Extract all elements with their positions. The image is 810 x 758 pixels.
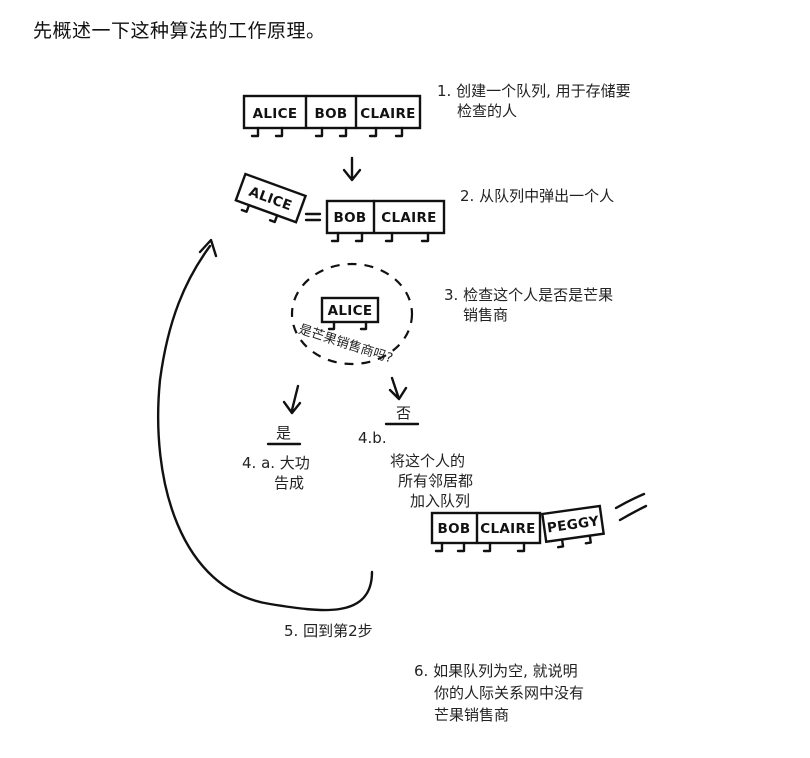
step-4b-number: 4.b. bbox=[358, 429, 387, 447]
step-3-label: 3. 检查这个人是否是芒果 销售商 bbox=[444, 286, 618, 324]
step-1-label: 1. 创建一个队列, 用于存储要 检查的人 bbox=[437, 82, 635, 120]
queue-item: CLAIRE bbox=[381, 210, 436, 226]
loop-arrow bbox=[156, 244, 374, 612]
step-2-label: 2. 从队列中弹出一个人 bbox=[460, 187, 614, 205]
queue-initial: ALICE BOB CLAIRE bbox=[242, 94, 422, 138]
step-5-label: 5. 回到第2步 bbox=[284, 622, 373, 640]
no-head: 否 bbox=[396, 404, 411, 422]
step-4a-label: 4. a. 大功 告成 bbox=[242, 454, 315, 492]
queue-item: BOB bbox=[438, 521, 471, 537]
yes-head: 是 bbox=[276, 424, 291, 442]
queue-item: ALICE bbox=[253, 106, 298, 122]
queue-item: CLAIRE bbox=[360, 106, 415, 122]
motion-lines bbox=[304, 212, 322, 222]
motion-lines bbox=[614, 492, 648, 522]
question-text: 是芒果销售商吗? bbox=[297, 321, 395, 366]
queue-with-neighbors: BOB CLAIRE bbox=[430, 511, 542, 553]
arrow-yes bbox=[282, 384, 302, 415]
arrow-down bbox=[342, 156, 362, 182]
dequeued-person: ALICE bbox=[234, 172, 308, 224]
incoming-person: PEGGY bbox=[540, 504, 606, 549]
queue-item: BOB bbox=[334, 210, 367, 226]
queue-item: CLAIRE bbox=[480, 521, 535, 537]
check-person: ALICE bbox=[290, 262, 414, 366]
arrow-no bbox=[388, 376, 408, 401]
step-6-label: 6. 如果队列为空, 就说明 你的人际关系网中没有 芒果销售商 bbox=[414, 662, 589, 724]
step-4b-label: 将这个人的 所有邻居都 加入队列 bbox=[390, 452, 478, 510]
svg-text:ALICE: ALICE bbox=[328, 303, 373, 319]
queue-item: BOB bbox=[315, 106, 348, 122]
queue-item: PEGGY bbox=[546, 513, 600, 536]
page-heading: 先概述一下这种算法的工作原理。 bbox=[33, 20, 326, 42]
queue-after-pop: BOB CLAIRE bbox=[325, 199, 446, 243]
